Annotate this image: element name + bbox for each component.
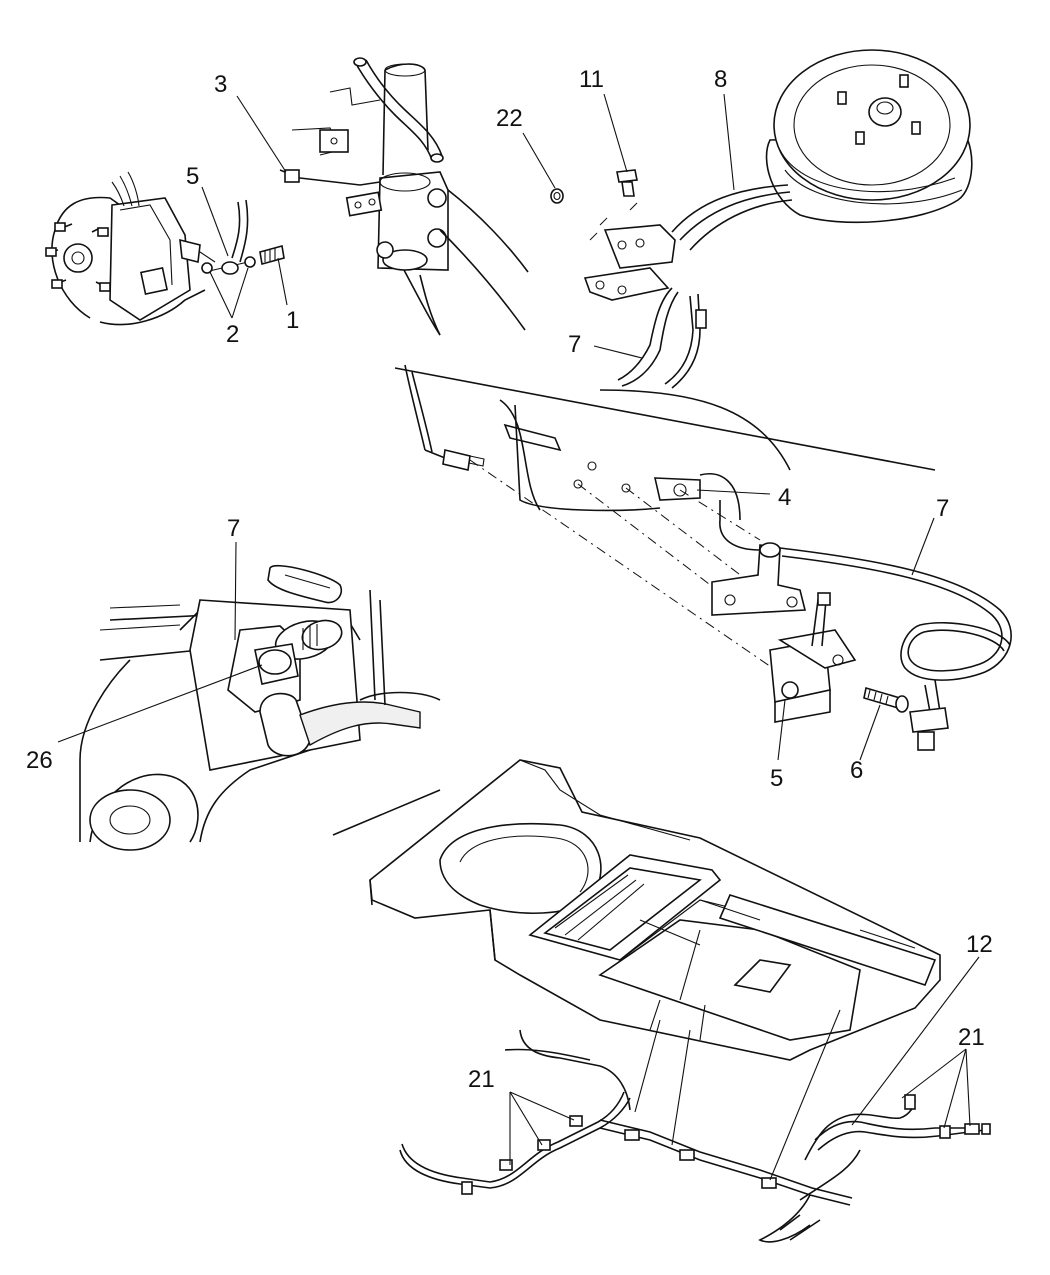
frame-rail-section [394,364,1012,751]
bolt [616,169,638,183]
callout-5-top: 5 [186,163,199,190]
callout-21-right: 21 [958,1024,985,1051]
clip [653,477,701,501]
callout-22: 22 [496,105,523,132]
fitting-detail-view [79,564,441,851]
line-clip [569,1115,583,1127]
line-clip [499,1159,513,1171]
rear-drum-assembly [583,49,973,389]
line-fitting [442,449,471,471]
callout-12: 12 [966,931,993,958]
front-caliper-assembly [45,171,285,326]
callout-21-left: 21 [468,1066,495,1093]
callout-7-top: 7 [568,331,581,358]
underbody-brake-lines [399,1009,991,1243]
callout-6: 6 [850,757,863,784]
callout-1: 1 [286,307,299,334]
callout-8: 8 [714,66,727,93]
leader-lines [57,93,980,1165]
callout-11: 11 [579,66,604,93]
callout-5-bottom: 5 [770,765,783,792]
callout-7-right: 7 [936,495,949,522]
line-clip [761,1177,777,1189]
line-clip [624,1129,640,1141]
caliper-studs [45,222,111,292]
callout-3: 3 [214,71,227,98]
strut-mount-area [279,57,529,336]
banjo-bolt [259,244,285,266]
callout-7-left: 7 [227,515,240,542]
line-clip [537,1139,551,1151]
nut [550,188,564,204]
copper-washer [201,262,213,274]
copper-washer [244,256,256,268]
sensor-fitting [909,707,949,733]
line-clip [679,1149,695,1161]
line-clip [461,1181,473,1195]
hose-fitting [695,309,707,329]
brake-line-fitting [284,169,300,183]
underbody-floor-pan [369,759,941,1061]
callout-4: 4 [778,484,791,511]
callout-2: 2 [226,321,239,348]
callout-labels: 1 2 3 5 22 11 8 7 4 7 7 26 5 6 12 21 21 [26,66,993,1093]
callout-26: 26 [26,747,53,774]
